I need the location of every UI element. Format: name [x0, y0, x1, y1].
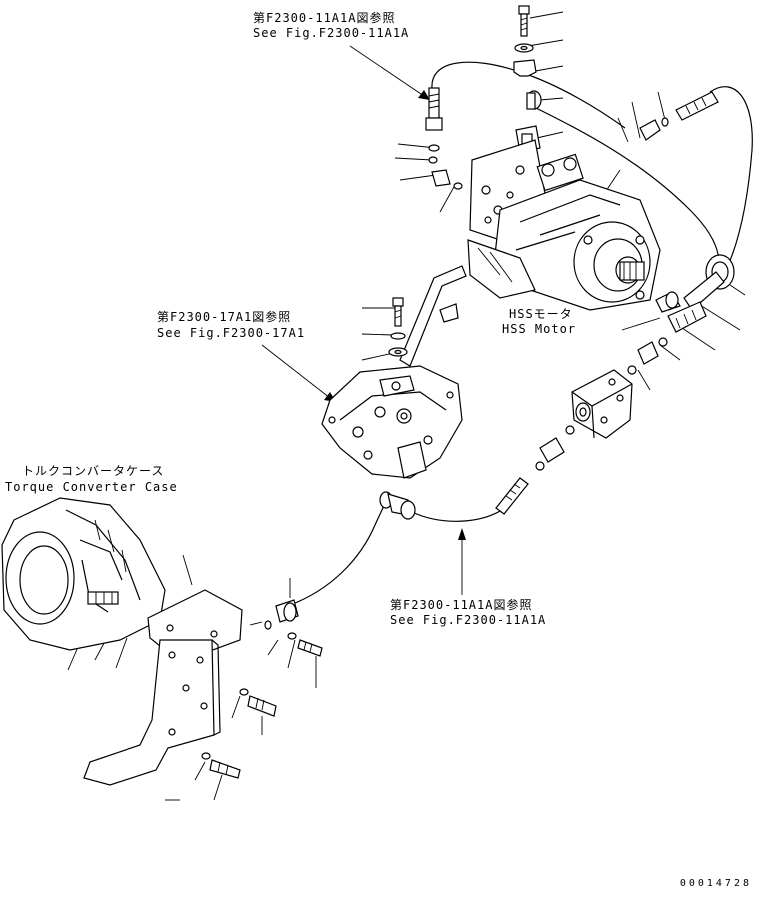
torque-converter-case	[1, 497, 166, 651]
pump-housing	[321, 365, 463, 479]
top-reference-jp: 第F2300-11A1A図参照	[253, 11, 396, 25]
mounting-bracket	[83, 589, 277, 786]
drawing-serial-number: 00014728	[679, 878, 752, 889]
mid-reference-jp: 第F2300-17A1図参照	[157, 310, 292, 324]
bottom-reference-en: See Fig.F2300-11A1A	[390, 613, 547, 627]
mid-reference-en: See Fig.F2300-17A1	[157, 326, 306, 340]
valve-block	[495, 369, 633, 515]
hss-motor-label-jp: HSSモータ	[509, 307, 573, 321]
torque-case-label-jp: トルクコンバータケース	[22, 464, 165, 478]
clamp-bolt-stack	[513, 5, 542, 153]
middle-bracket	[388, 265, 467, 367]
lower-hose-fittings	[264, 491, 416, 657]
top-reference-en: See Fig.F2300-11A1A	[253, 26, 410, 40]
hss-motor-label-en: HSS Motor	[502, 322, 577, 336]
reference-arrows	[261, 45, 466, 595]
hss-motor	[467, 139, 661, 311]
motor-left-fittings	[425, 87, 463, 190]
motor-right-fittings	[627, 91, 735, 375]
torque-case-label-en: Torque Converter Case	[5, 480, 178, 494]
bottom-reference-jp: 第F2300-11A1A図参照	[390, 598, 533, 612]
